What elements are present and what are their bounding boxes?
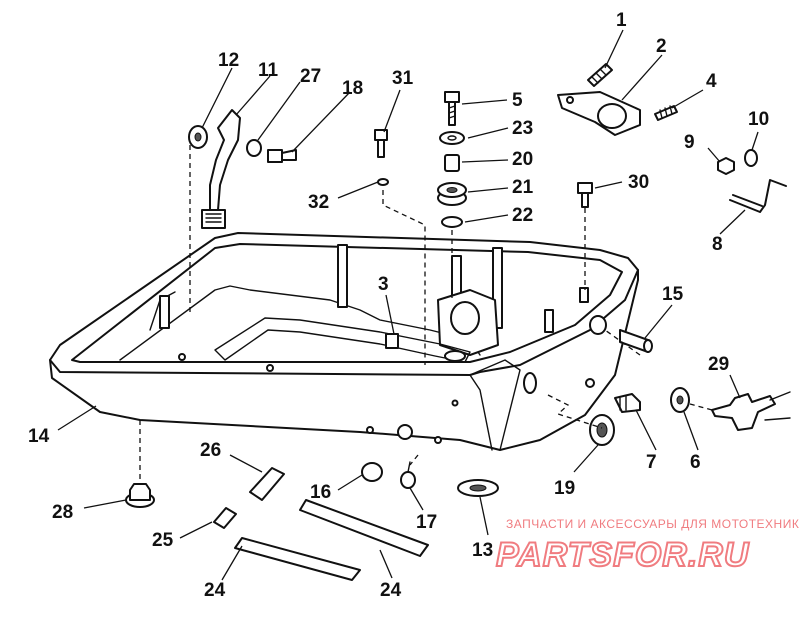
part-29-fuel-connector: [711, 391, 791, 431]
callout-22: 22: [512, 205, 533, 226]
callout-8: 8: [712, 234, 723, 255]
callout-15: 15: [662, 284, 684, 305]
part-18-screw: [267, 149, 297, 163]
callout-4: 4: [706, 71, 717, 92]
part-25-sleeve: [213, 507, 237, 529]
part-7-fitting: [614, 393, 641, 413]
callout-10: 10: [748, 109, 769, 130]
watermark-logo: PARTSFOR.RU: [496, 536, 750, 574]
leader-lines: [57, 29, 759, 581]
part-6-washer: [670, 387, 690, 413]
part-31-bolt: [374, 129, 388, 158]
part-12-bushing: [188, 125, 208, 149]
callout-14: 14: [28, 426, 50, 447]
callout-6: 6: [690, 452, 701, 473]
part-21-grommet: [437, 182, 467, 206]
part-11-lever: [201, 109, 241, 229]
part-26-sleeve: [249, 467, 285, 501]
part-23-washer: [439, 131, 465, 145]
part-24-seal-right: [299, 499, 429, 557]
part-8-crank-rod: [729, 179, 787, 213]
part-19-grommet: [589, 414, 615, 446]
callout-24-right: 24: [380, 580, 402, 601]
part-20-bushing: [444, 154, 460, 172]
callout-12: 12: [218, 50, 239, 71]
callout-9: 9: [684, 132, 695, 153]
part-24-seal-left: [234, 537, 361, 581]
callout-2: 2: [656, 36, 667, 57]
callout-13: 13: [472, 540, 493, 561]
part-15-plug: [619, 329, 653, 353]
part-1-screw: [587, 63, 613, 87]
callout-23: 23: [512, 118, 533, 139]
callout-29: 29: [708, 354, 729, 375]
callout-labels: 1 2 4 5 23 20 21 22 30 32 31 18 27 11 12…: [28, 10, 769, 601]
callout-1: 1: [616, 10, 627, 31]
part-28-fastener: [125, 483, 155, 508]
callout-17: 17: [416, 512, 437, 533]
callout-16: 16: [310, 482, 331, 503]
part-32-clip: [377, 178, 389, 186]
callout-28: 28: [52, 502, 73, 523]
callout-31: 31: [392, 68, 414, 89]
callout-32: 32: [308, 192, 329, 213]
callout-11: 11: [258, 60, 279, 81]
callout-30: 30: [628, 172, 649, 193]
callout-20: 20: [512, 149, 533, 170]
watermark-tagline: ЗАПЧАСТИ И АКСЕССУАРЫ ДЛЯ МОТОТЕХНИКИ: [506, 517, 800, 531]
part-10-washer: [744, 149, 758, 167]
callout-26: 26: [200, 440, 221, 461]
watermark: ЗАПЧАСТИ И АКСЕССУАРЫ ДЛЯ МОТОТЕХНИКИ PA…: [495, 517, 800, 575]
assembly-lines: [139, 145, 713, 482]
lower-motor-cover: [49, 232, 639, 451]
callout-24-left: 24: [204, 580, 226, 601]
part-17-plug: [400, 461, 416, 489]
part-5-bolt: [444, 91, 460, 126]
part-30-bolt: [577, 182, 593, 208]
callout-21: 21: [512, 177, 534, 198]
part-2-bracket: [557, 91, 641, 136]
callout-3: 3: [378, 274, 389, 295]
callout-25: 25: [152, 530, 174, 551]
part-27-washer: [246, 139, 262, 157]
callout-5: 5: [512, 90, 523, 111]
callout-7: 7: [646, 452, 657, 473]
part-9-nut: [717, 157, 735, 175]
part-22-washer: [441, 216, 463, 228]
callout-19: 19: [554, 478, 575, 499]
callout-27: 27: [300, 66, 321, 87]
part-4-screw: [654, 105, 678, 121]
callout-18: 18: [342, 78, 363, 99]
part-16-plug: [361, 462, 383, 482]
part-13-grommet: [457, 479, 499, 497]
